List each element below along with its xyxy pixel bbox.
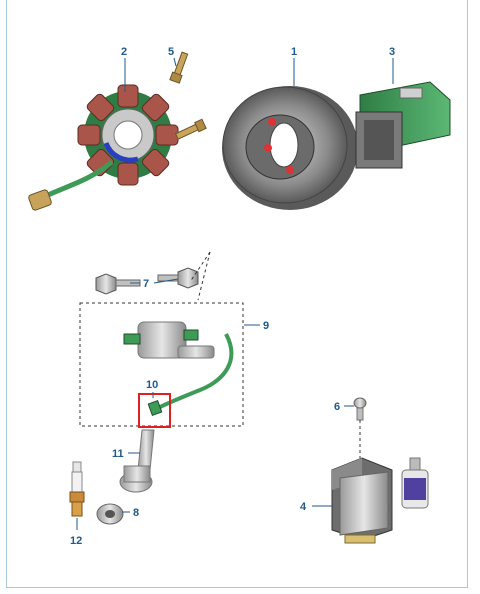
stator-part [28,84,179,211]
callout-3: 3 [389,46,395,58]
callout-9: 9 [263,320,269,332]
guide-line [197,251,211,301]
callout-8: 8 [133,507,139,519]
ignition-coil-part [123,321,234,416]
spark-plug-part [69,461,85,517]
screw-part-6 [353,397,367,421]
callout-12: 12 [70,535,82,547]
stator-connector [28,189,52,211]
callout-5: 5 [168,46,174,58]
callout-10: 10 [146,379,158,391]
nut-part [96,503,124,525]
spark-plug-cap-part [119,429,155,493]
leader-line-7b [153,278,179,284]
bolt-part-7 [95,267,199,295]
flywheel-part [222,86,358,210]
leader-line-5 [173,57,177,67]
highlight-box [138,393,171,428]
guide-line [189,251,211,283]
callout-7: 7 [143,278,149,290]
callout-6: 6 [334,401,340,413]
callout-1: 1 [291,46,297,58]
regulator-rectifier-part [331,457,429,544]
callout-4: 4 [300,501,307,513]
callout-2: 2 [121,46,127,58]
bolt-part-5 [169,51,207,140]
cdi-unit-part [355,81,451,169]
diagram-frame [6,0,468,588]
callout-11: 11 [112,448,124,460]
